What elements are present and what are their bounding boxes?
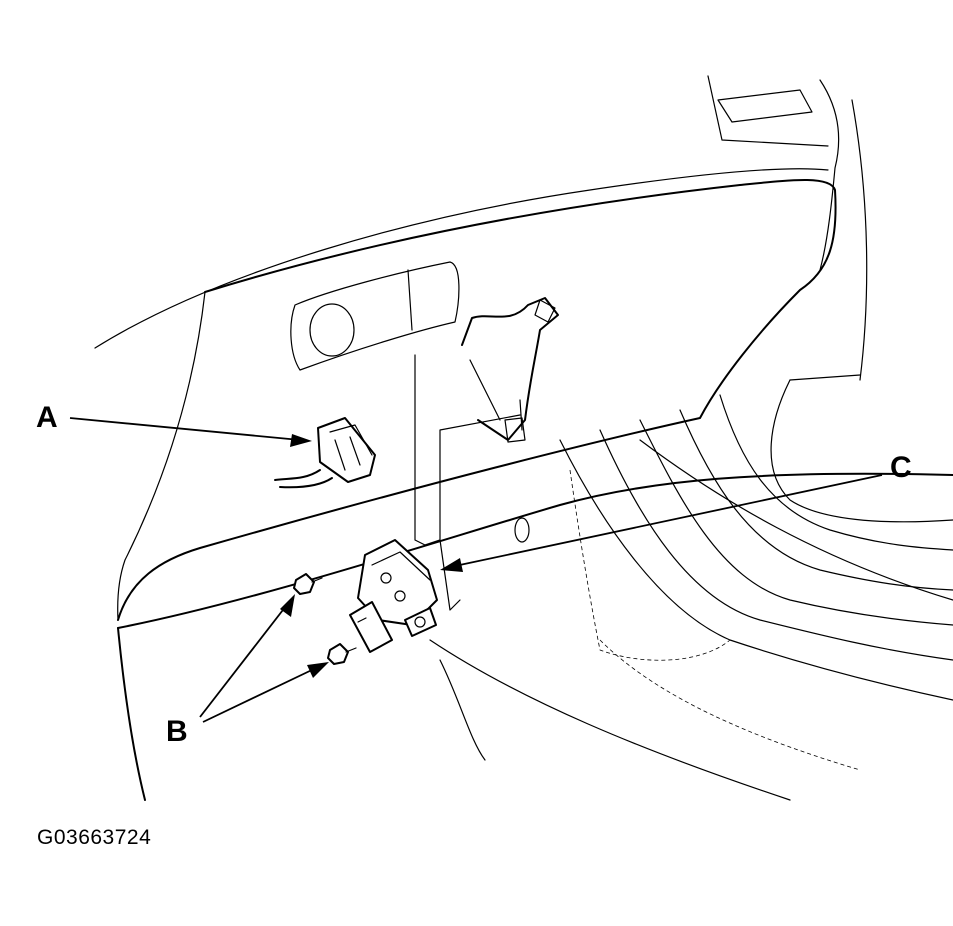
body-contour-upper (94, 168, 829, 349)
callout-label-a: A (36, 401, 58, 434)
floor-edge (117, 472, 953, 629)
floor-lower-line-2 (439, 659, 486, 761)
side-trim-panel (117, 179, 837, 621)
leader-b-lower (202, 667, 317, 723)
arrowhead-c (440, 558, 463, 572)
wheel-arch (770, 379, 953, 523)
component-c (349, 539, 438, 653)
inner-curve-2 (599, 429, 953, 661)
body-contour-top (707, 75, 829, 147)
inner-curve-4 (679, 409, 953, 591)
bracket-lower-tab (504, 417, 526, 443)
mounting-recess (414, 354, 521, 546)
leader-b-upper (199, 605, 287, 718)
arrowhead-b-upper (280, 594, 295, 617)
bolt-lower (327, 643, 357, 665)
handle-divider (407, 269, 413, 331)
leader-a (69, 417, 301, 441)
panel-opening (717, 89, 813, 123)
figure-id: G03663724 (37, 826, 152, 849)
mounting-recess-edge (439, 539, 461, 611)
callout-label-c: C (890, 451, 912, 484)
bolt-upper (293, 573, 323, 595)
mount-bracket (461, 297, 559, 441)
wheel-arch-top (789, 374, 861, 381)
arrowhead-b-lower (307, 662, 329, 678)
handle-knob (309, 303, 355, 357)
floor-diagonal (639, 439, 953, 601)
connector-a (274, 417, 376, 489)
leader-c (454, 474, 883, 567)
handle-recess (290, 261, 460, 371)
inner-curve-3 (639, 419, 953, 626)
floor-dashed-2 (599, 639, 861, 771)
floor-lower-line (429, 639, 791, 801)
floor-hole (514, 517, 530, 543)
arrowhead-a (290, 434, 312, 447)
lower-body-edge (117, 627, 146, 801)
trim-panel-left-edge (117, 291, 206, 621)
floor-dashed-1 (569, 469, 731, 661)
inner-curve-5 (719, 394, 953, 551)
bracket-tab (534, 299, 556, 323)
wire-harness (469, 359, 523, 431)
body-edge-far-right (851, 99, 868, 381)
callout-label-b: B (166, 715, 188, 748)
body-edge-right (819, 79, 840, 271)
